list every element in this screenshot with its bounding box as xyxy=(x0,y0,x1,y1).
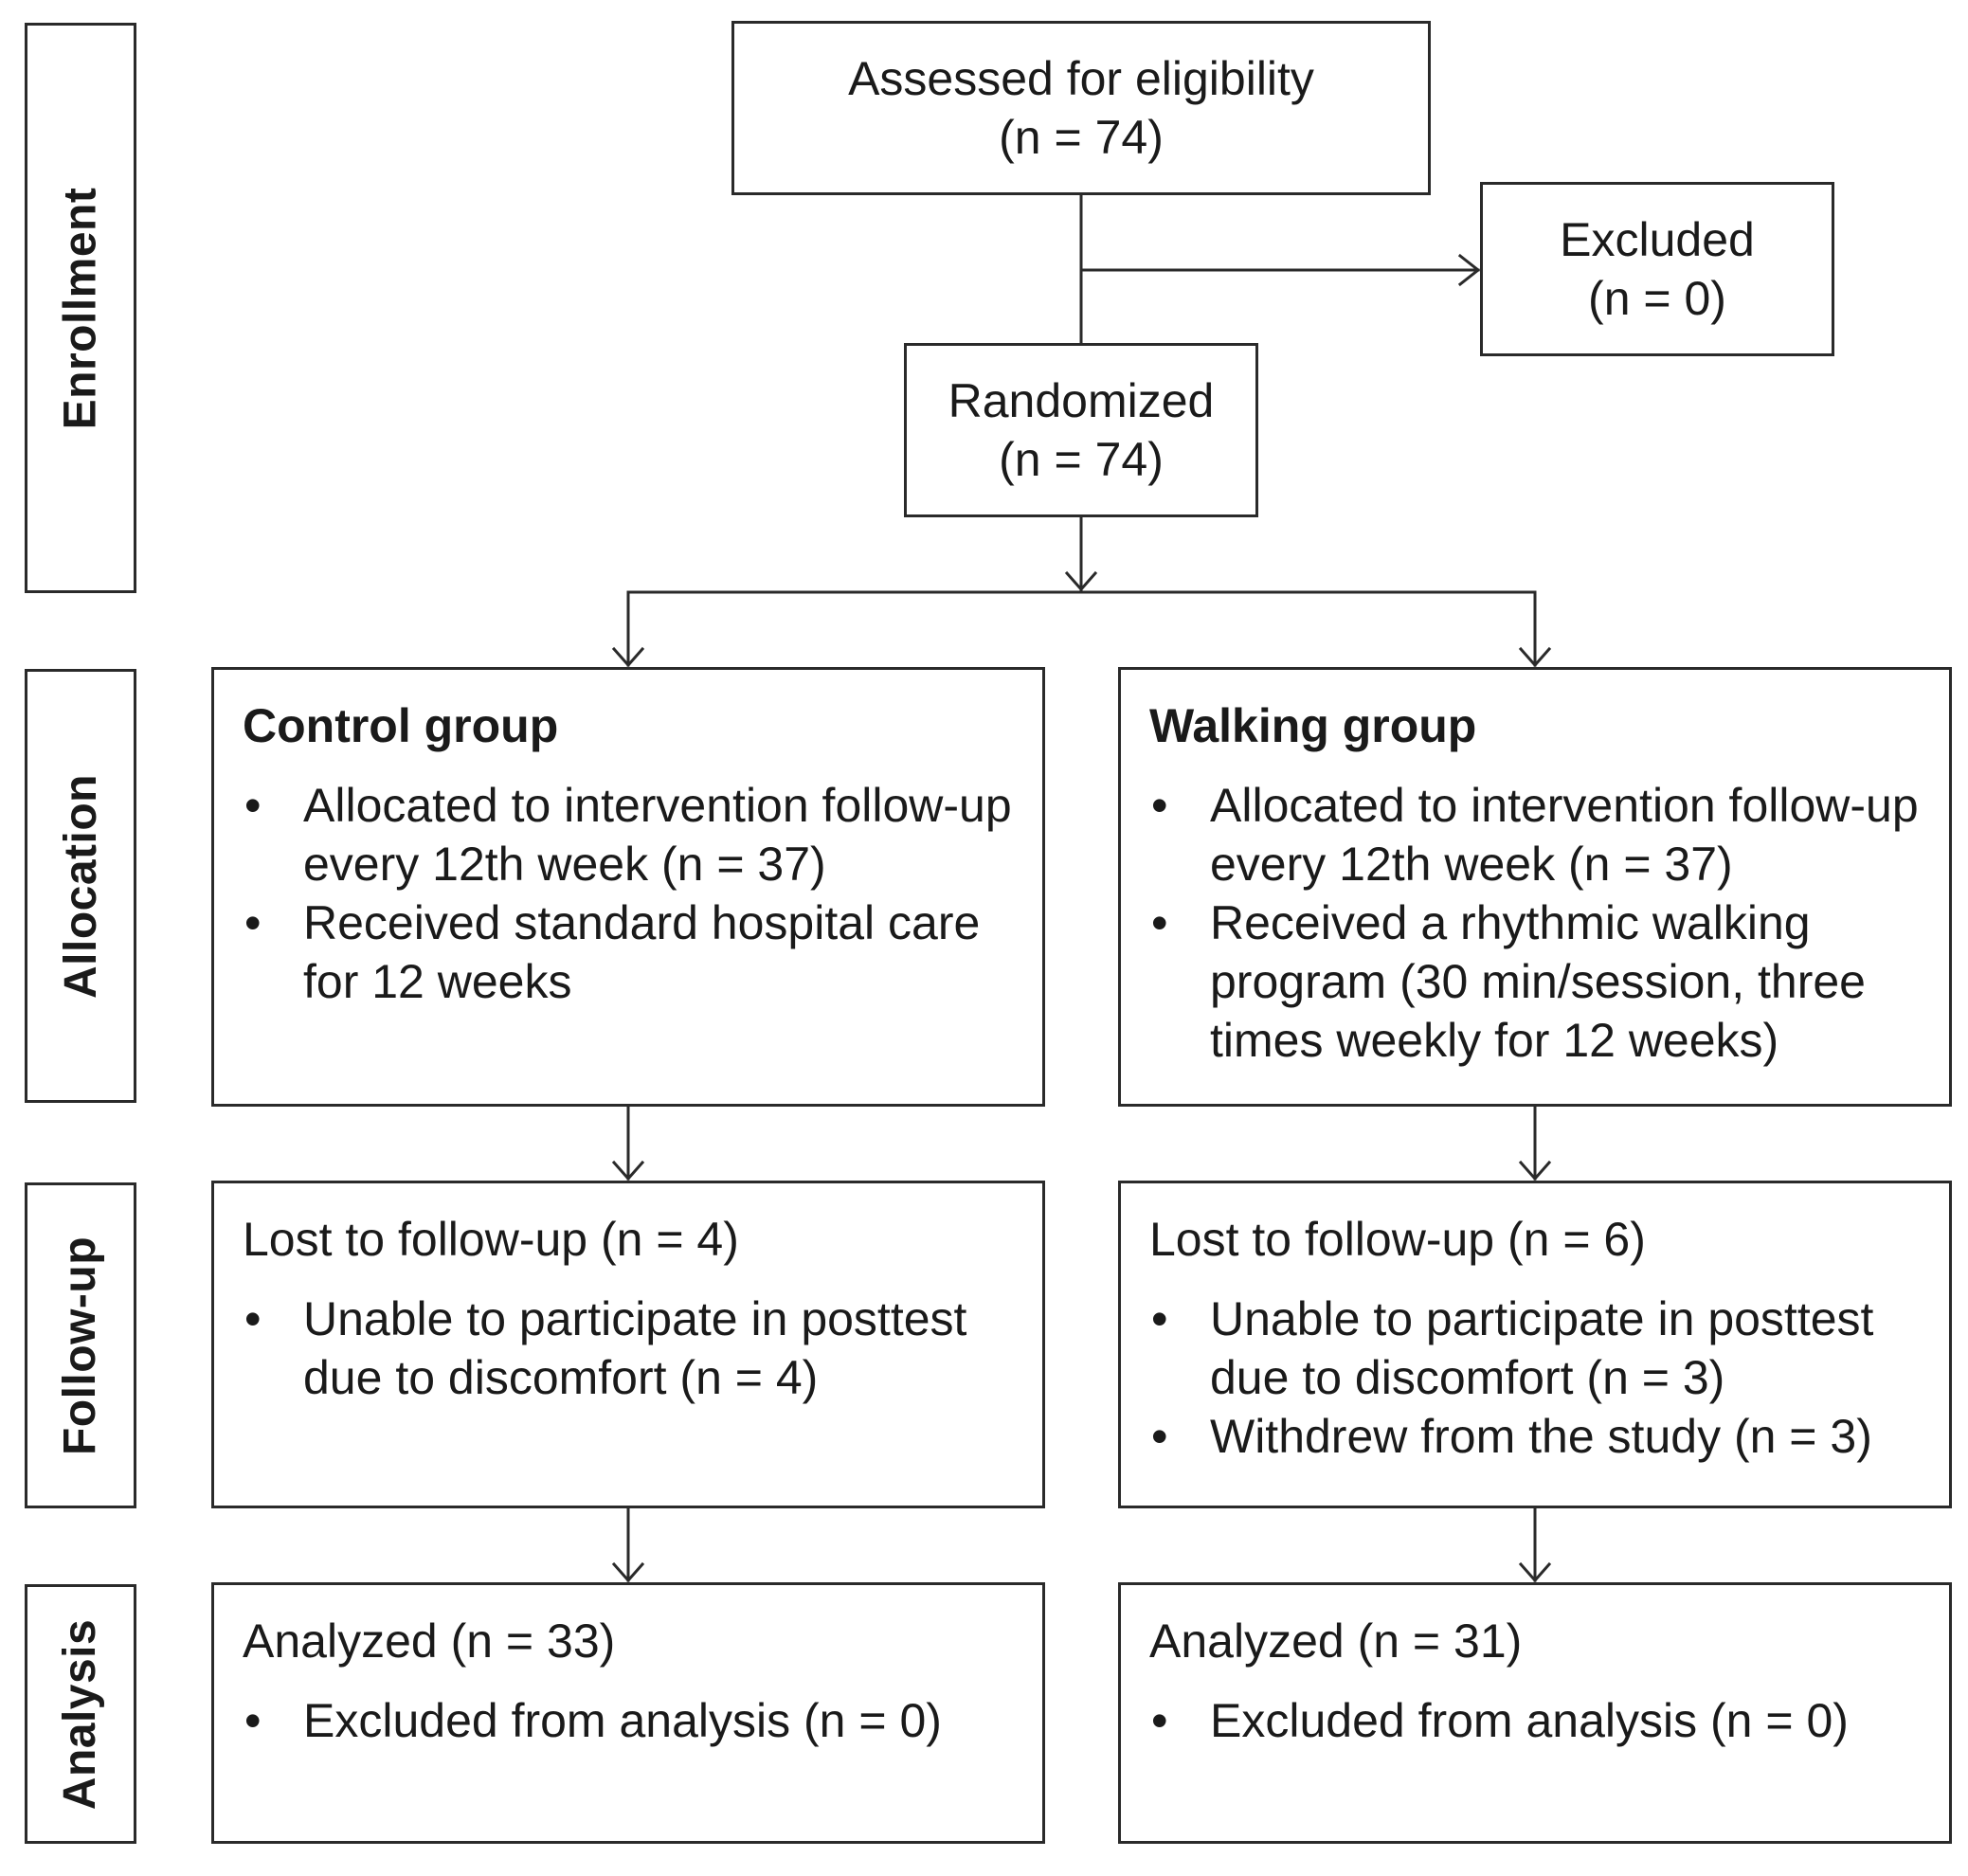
walking-followup-list: Unable to participate in posttest due to… xyxy=(1149,1290,1921,1466)
stage-enrollment: Enrollment xyxy=(25,23,136,593)
excluded-box: Excluded (n = 0) xyxy=(1480,182,1834,356)
control-alloc-arrowhead xyxy=(611,1160,645,1182)
walking-followup-title: Lost to follow-up (n = 6) xyxy=(1149,1213,1646,1266)
stage-analysis: Analysis xyxy=(25,1584,136,1844)
walking-alloc-arrowhead xyxy=(1518,1160,1552,1182)
walking-analysis-list: Excluded from analysis (n = 0) xyxy=(1149,1691,1921,1750)
control-followup-list: Unable to participate in posttest due to… xyxy=(243,1290,1014,1407)
list-item: Received a rhythmic walking program (30 … xyxy=(1149,893,1921,1070)
list-item: Withdrew from the study (n = 3) xyxy=(1149,1407,1921,1466)
list-item: Allocated to intervention follow-up ever… xyxy=(1149,776,1921,893)
split-left-arrowhead xyxy=(611,646,645,668)
assessed-label: Assessed for eligibility xyxy=(848,52,1314,105)
control-group-title: Control group xyxy=(243,699,559,752)
assessed-count: (n = 74) xyxy=(999,111,1164,164)
split-right-arrowhead xyxy=(1518,646,1552,668)
list-item: Allocated to intervention follow-up ever… xyxy=(243,776,1014,893)
walking-analysis-box: Analyzed (n = 31) Excluded from analysis… xyxy=(1118,1582,1952,1844)
randomized-arrowhead xyxy=(1064,570,1098,592)
stage-allocation: Allocation xyxy=(25,669,136,1103)
control-allocation-box: Control group Allocated to intervention … xyxy=(211,667,1045,1107)
control-followup-title: Lost to follow-up (n = 4) xyxy=(243,1213,739,1266)
walking-allocation-box: Walking group Allocated to intervention … xyxy=(1118,667,1952,1107)
list-item: Unable to participate in posttest due to… xyxy=(243,1290,1014,1407)
excluded-arrowhead xyxy=(1457,253,1481,287)
randomized-count: (n = 74) xyxy=(999,433,1164,486)
control-analysis-box: Analyzed (n = 33) Excluded from analysis… xyxy=(211,1582,1045,1844)
walking-analysis-title: Analyzed (n = 31) xyxy=(1149,1614,1523,1668)
control-followup-arrowhead xyxy=(611,1561,645,1583)
stage-followup: Follow-up xyxy=(25,1182,136,1508)
walking-allocation-list: Allocated to intervention follow-up ever… xyxy=(1149,776,1921,1070)
randomized-label: Randomized xyxy=(948,374,1215,427)
control-allocation-list: Allocated to intervention follow-up ever… xyxy=(243,776,1014,1011)
randomized-box: Randomized (n = 74) xyxy=(904,343,1258,517)
control-analysis-list: Excluded from analysis (n = 0) xyxy=(243,1691,1014,1750)
excluded-count: (n = 0) xyxy=(1588,272,1726,325)
excluded-label: Excluded xyxy=(1560,213,1755,266)
assessed-box: Assessed for eligibility (n = 74) xyxy=(731,21,1431,195)
control-analysis-title: Analyzed (n = 33) xyxy=(243,1614,616,1668)
list-item: Received standard hospital care for 12 w… xyxy=(243,893,1014,1011)
walking-group-title: Walking group xyxy=(1149,699,1477,752)
control-followup-box: Lost to follow-up (n = 4) Unable to part… xyxy=(211,1181,1045,1508)
list-item: Excluded from analysis (n = 0) xyxy=(1149,1691,1921,1750)
walking-followup-box: Lost to follow-up (n = 6) Unable to part… xyxy=(1118,1181,1952,1508)
walking-followup-arrowhead xyxy=(1518,1561,1552,1583)
list-item: Excluded from analysis (n = 0) xyxy=(243,1691,1014,1750)
list-item: Unable to participate in posttest due to… xyxy=(1149,1290,1921,1407)
